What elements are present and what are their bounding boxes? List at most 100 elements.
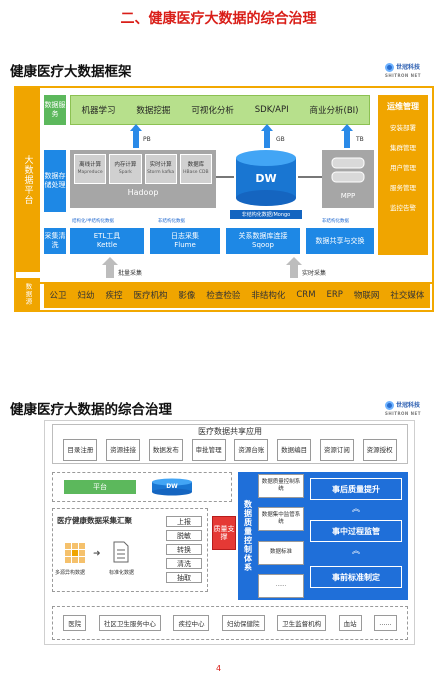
hadoop-module: 内存计算 Spark bbox=[109, 154, 142, 184]
icon-label-heterogeneous: 多源异构数据 bbox=[55, 570, 86, 576]
share-app-item: 资源授权 bbox=[362, 439, 397, 461]
collect-note-2: 非结构化数据 bbox=[158, 219, 185, 224]
data-source-item: ERP bbox=[326, 290, 343, 300]
main-title: 二、健康医疗大数据的综合治理 bbox=[120, 11, 317, 27]
mpp-block: MPP bbox=[322, 150, 374, 208]
data-source-item: 影像 bbox=[178, 291, 196, 301]
share-app-item-label: 资源订阅 bbox=[323, 445, 350, 454]
batch-arrow-icon bbox=[102, 257, 118, 265]
dw-mpp-connector bbox=[298, 176, 322, 178]
service-item: 可视化分析 bbox=[191, 106, 234, 116]
arrow-label-gb: GB bbox=[276, 136, 285, 143]
share-app-item-label: 资源挂接 bbox=[110, 445, 137, 454]
row-label-storage: 数据存储处理 bbox=[44, 150, 66, 212]
share-app-item-label: 审批管理 bbox=[195, 445, 222, 454]
arrow-pb-icon bbox=[130, 124, 142, 131]
batch-arrow-shaft bbox=[106, 264, 114, 278]
mpp-label: MPP bbox=[340, 192, 356, 200]
realtime-collect-label: 实时采集 bbox=[302, 270, 327, 277]
arrow-pb-shaft bbox=[133, 128, 139, 148]
chevron-up-icon-1: ︽ bbox=[352, 503, 360, 513]
quality-control-title: 数据质量控制体系 bbox=[243, 500, 253, 572]
realtime-arrow-icon bbox=[286, 257, 302, 265]
arrow-gb-icon bbox=[261, 124, 273, 131]
hadoop-module-sub: Spark bbox=[118, 170, 132, 175]
dw-small-cylinder: DW bbox=[150, 478, 194, 496]
dw-cylinder-icon bbox=[236, 150, 296, 206]
ops-item: 用户管理 bbox=[390, 164, 416, 172]
realtime-arrow-shaft bbox=[290, 264, 298, 278]
stage-post-improve: 事后质量提升 bbox=[310, 478, 402, 500]
ops-item: 集群管理 bbox=[390, 144, 416, 152]
service-item: SDK/API bbox=[254, 105, 289, 115]
share-app-item-label: 资源台账 bbox=[238, 445, 265, 454]
company-logo: 世冠科技 SHITRON NET bbox=[385, 63, 421, 79]
quality-support-tag: 质量支撑 bbox=[212, 516, 236, 550]
hadoop-dw-connector bbox=[216, 176, 234, 178]
institution-item: 妇幼保健院 bbox=[222, 615, 265, 631]
service-item: 机器学习 bbox=[81, 106, 116, 116]
flow-arrow-icon: ➜ bbox=[93, 549, 101, 559]
data-source-item: 疾控 bbox=[105, 291, 123, 301]
hadoop-module-name: 内存计算 bbox=[114, 162, 137, 168]
share-app-item: 目录注册 bbox=[63, 439, 98, 461]
collect-note-4: 非结构化数据 bbox=[322, 219, 349, 224]
data-source-item: 妇幼 bbox=[77, 291, 95, 301]
big-data-platform-label: 大数据平台 bbox=[16, 88, 40, 272]
document-icon bbox=[113, 541, 129, 563]
hadoop-module-sub: Storm kafka bbox=[147, 170, 175, 175]
share-app-item: 审批管理 bbox=[191, 439, 226, 461]
logo-icon bbox=[385, 63, 394, 72]
dw-cylinder: DW bbox=[234, 150, 298, 208]
mpp-disks-icon bbox=[331, 157, 365, 183]
platform-box: 平台 bbox=[64, 480, 136, 494]
data-source-item: 检查检验 bbox=[206, 291, 241, 301]
dw-note: 非结构化数据/Mongo bbox=[230, 210, 302, 219]
logo-name: 世冠科技 bbox=[396, 64, 421, 71]
page-number: 4 bbox=[215, 664, 222, 673]
row-label-service: 数据服务 bbox=[44, 95, 66, 125]
arrow-label-tb: TB bbox=[356, 136, 364, 143]
hadoop-module-sub: Mapreduce bbox=[77, 170, 103, 175]
institution-item: 医院 bbox=[63, 615, 87, 631]
dw-label: DW bbox=[255, 172, 277, 185]
institution-item: ...... bbox=[374, 615, 397, 631]
logo-icon-2 bbox=[385, 401, 394, 410]
share-app-item-label: 数据编目 bbox=[281, 445, 308, 454]
data-service-bar: 机器学习 数据挖掘 可视化分析 SDK/API 商业分析(BI) bbox=[70, 95, 370, 125]
hadoop-label: Hadoop bbox=[127, 188, 159, 197]
arrow-gb-shaft bbox=[264, 128, 270, 148]
share-app-item-label: 数据发布 bbox=[152, 445, 179, 454]
data-source-item: 非结构化 bbox=[251, 291, 286, 301]
dw-small-label: DW bbox=[166, 483, 178, 490]
icon-label-standardized: 标准化数据 bbox=[109, 570, 135, 576]
share-app-item: 数据发布 bbox=[148, 439, 183, 461]
row-label-collect: 采集清洗 bbox=[44, 228, 66, 254]
process-step: 上报 bbox=[166, 516, 202, 527]
institution-item: 卫生监督机构 bbox=[277, 615, 327, 631]
row-label-sources: 数据源 bbox=[16, 278, 40, 310]
logo-sub-2: SHITRON NET bbox=[385, 411, 421, 416]
collect-block-title: 医疗健康数据采集汇聚 bbox=[57, 516, 132, 525]
arrow-tb-icon bbox=[341, 124, 353, 131]
stage-process-supervise: 事中过程监管 bbox=[310, 520, 402, 542]
collect-share-exchange: 数据共享与交换 bbox=[306, 228, 374, 254]
hadoop-module-name: 离线计算 bbox=[79, 162, 102, 168]
process-step: 清洗 bbox=[166, 558, 202, 569]
ops-item: 监控告警 bbox=[390, 204, 416, 212]
data-source-item: CRM bbox=[296, 290, 316, 300]
collect-block: 医疗健康数据采集汇聚 ➜ 多源异构数据 标准化数据 bbox=[52, 508, 208, 592]
section2-title: 健康医疗大数据的综合治理 bbox=[10, 402, 172, 418]
share-app-item: 数据编目 bbox=[277, 439, 312, 461]
section1-title: 健康医疗大数据框架 bbox=[10, 64, 132, 80]
service-item: 数据挖掘 bbox=[136, 106, 171, 116]
institution-item: 疾控中心 bbox=[173, 615, 210, 631]
hadoop-module-sub: HBase CDB bbox=[183, 170, 209, 175]
control-item: ...... bbox=[258, 573, 304, 598]
data-source-item: 公卫 bbox=[49, 291, 67, 301]
stage-pre-standard: 事前标准制定 bbox=[310, 566, 402, 588]
service-item: 商业分析(BI) bbox=[309, 106, 359, 116]
